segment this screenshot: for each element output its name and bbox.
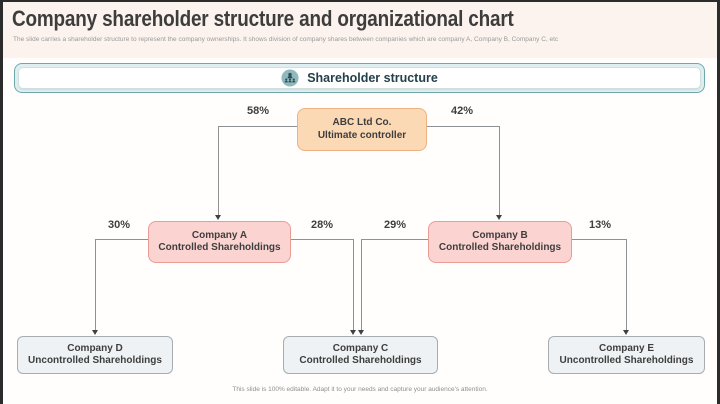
page-subtitle: The slide carries a shareholder structur… bbox=[13, 36, 559, 43]
org-node-role: Controlled Shareholdings bbox=[158, 242, 281, 253]
connector-a-left-h bbox=[95, 239, 148, 241]
arrow-down-icon bbox=[623, 330, 629, 335]
org-node-company-e: Company E Uncontrolled Shareholdings bbox=[548, 336, 705, 374]
footer-note: This slide is 100% editable. Adapt it to… bbox=[232, 386, 488, 393]
connector-b-left-v bbox=[361, 239, 363, 330]
shareholders-group-icon bbox=[281, 69, 299, 87]
org-node-name: Company D bbox=[67, 342, 123, 354]
pct-company-b-right: 13% bbox=[588, 219, 612, 231]
section-banner: Shareholder structure bbox=[14, 63, 705, 93]
connector-root-right-h bbox=[427, 126, 500, 128]
org-node-name: Company C bbox=[332, 342, 389, 354]
arrow-down-icon bbox=[215, 215, 221, 220]
pct-root-left: 58% bbox=[246, 105, 270, 117]
org-node-abc-ltd: ABC Ltd Co. Ultimate controller bbox=[297, 108, 427, 151]
frame-edge-left bbox=[0, 0, 3, 404]
org-node-company-c: Company C Controlled Shareholdings bbox=[283, 336, 438, 374]
connector-a-right-h bbox=[291, 239, 354, 241]
connector-root-right-v bbox=[499, 126, 501, 215]
org-node-name: ABC Ltd Co. bbox=[332, 117, 392, 128]
arrow-down-icon bbox=[92, 330, 98, 335]
connector-root-left-v bbox=[218, 126, 220, 215]
org-node-role: Controlled Shareholdings bbox=[438, 242, 562, 253]
connector-root-left-h bbox=[218, 126, 297, 128]
arrow-down-icon bbox=[350, 330, 356, 335]
section-banner-label: Shareholder structure bbox=[307, 71, 438, 85]
org-node-name: Company E bbox=[598, 342, 654, 354]
page-title: Company shareholder structure and organi… bbox=[12, 6, 514, 31]
connector-b-right-h bbox=[572, 239, 627, 241]
connector-b-left-h bbox=[362, 239, 428, 241]
pct-company-a-left: 30% bbox=[107, 219, 131, 231]
connector-a-left-v bbox=[95, 239, 97, 330]
section-banner-panel: Shareholder structure bbox=[18, 67, 701, 89]
org-node-company-d: Company D Uncontrolled Shareholdings bbox=[17, 336, 173, 374]
org-node-role: Ultimate controller bbox=[317, 129, 407, 141]
org-node-company-a: Company A Controlled Shareholdings bbox=[148, 221, 291, 263]
org-node-role: Uncontrolled Shareholdings bbox=[559, 355, 694, 366]
frame-edge-right bbox=[717, 0, 720, 404]
title-band bbox=[3, 2, 717, 58]
connector-b-right-v bbox=[626, 239, 628, 330]
pct-root-right: 42% bbox=[450, 105, 474, 117]
org-node-name: Company B bbox=[472, 229, 528, 241]
org-node-role: Uncontrolled Shareholdings bbox=[28, 355, 162, 366]
org-node-company-b: Company B Controlled Shareholdings bbox=[428, 221, 572, 263]
arrow-down-icon bbox=[496, 215, 502, 220]
frame-edge-top bbox=[0, 0, 720, 2]
org-node-role: Controlled Shareholdings bbox=[299, 355, 422, 366]
org-node-name: Company A bbox=[191, 229, 248, 241]
arrow-down-icon bbox=[358, 330, 364, 335]
pct-company-a-right: 28% bbox=[310, 219, 334, 231]
connector-a-right-v bbox=[353, 239, 355, 330]
pct-company-b-left: 29% bbox=[383, 219, 407, 231]
